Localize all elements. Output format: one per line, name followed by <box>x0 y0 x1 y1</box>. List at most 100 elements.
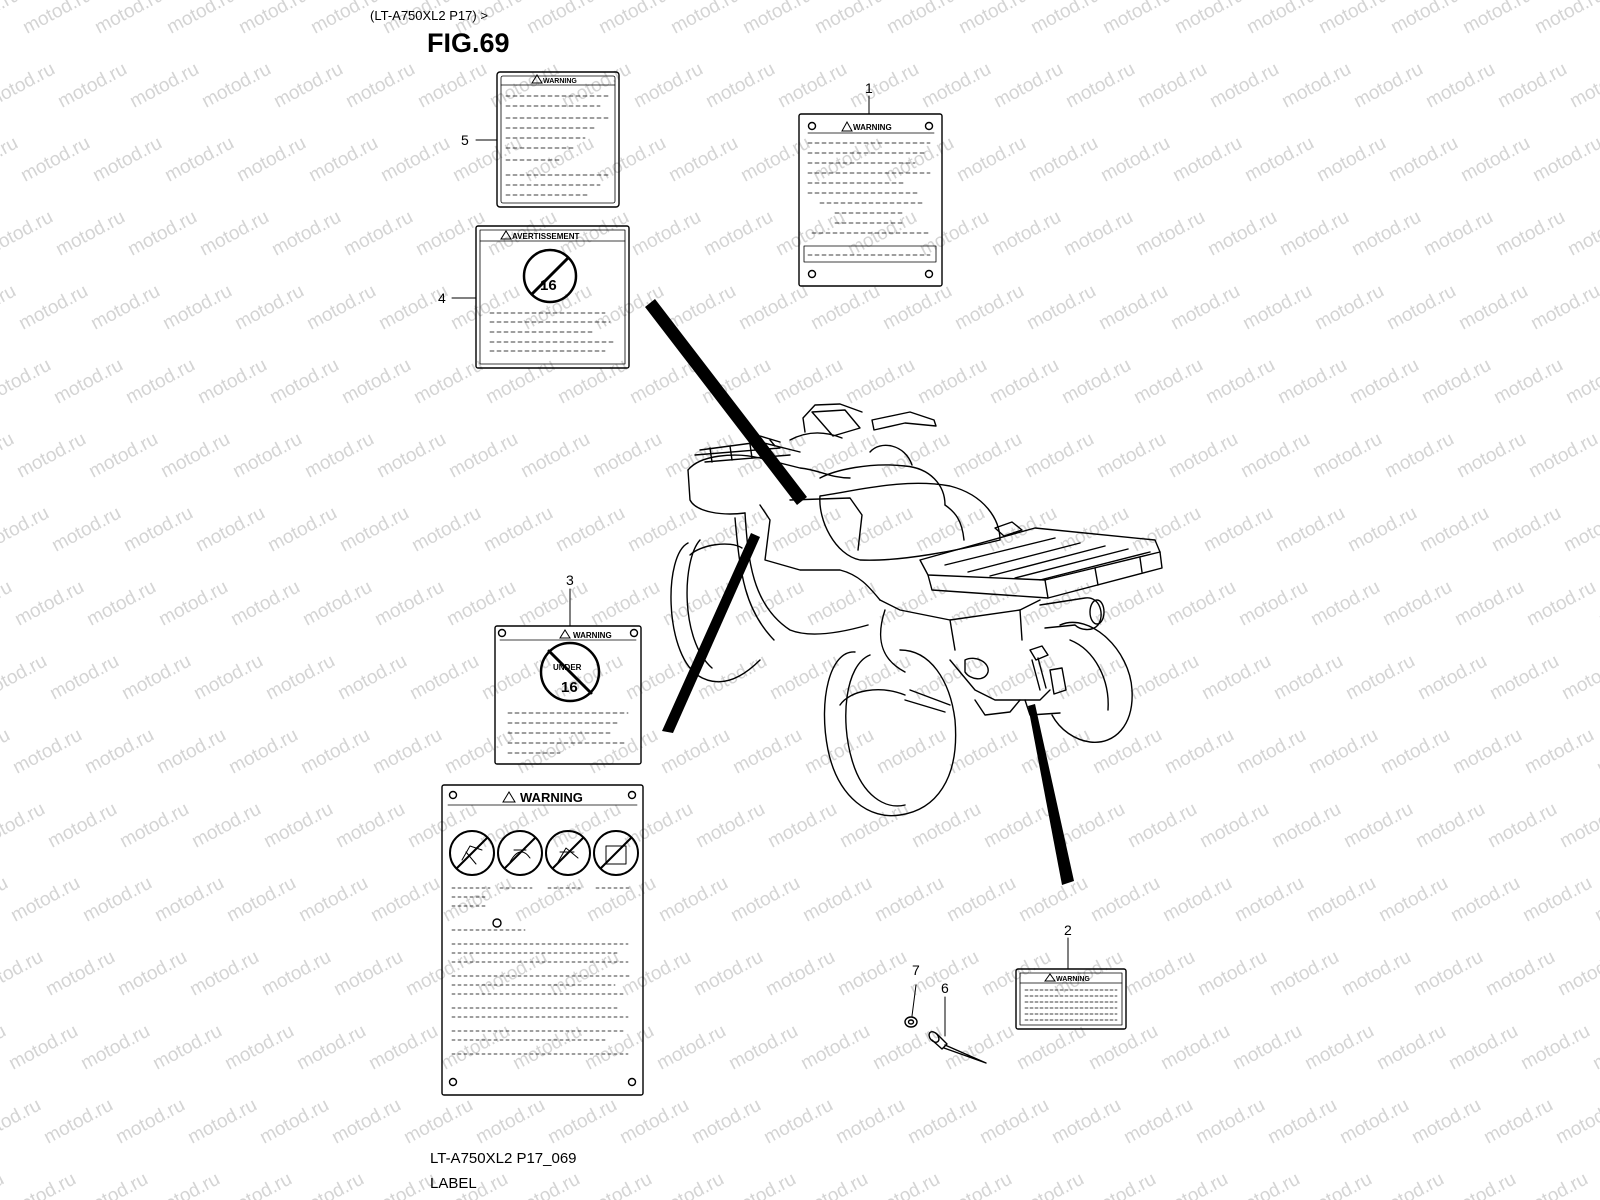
rivet-part-6[interactable] <box>927 1030 987 1064</box>
watermark-text: motod.ru <box>365 1021 441 1075</box>
watermark-text: motod.ru <box>1202 355 1278 409</box>
watermark-text: motod.ru <box>844 207 920 261</box>
label-2[interactable] <box>1015 968 1127 1030</box>
watermark-text: motod.ru <box>953 133 1029 187</box>
watermark-text: motod.ru <box>443 577 519 631</box>
watermark-text: motod.ru <box>1015 873 1091 927</box>
watermark-text: motod.ru <box>15 281 91 335</box>
label-5[interactable] <box>496 71 620 208</box>
watermark-text: motod.ru <box>1233 725 1309 779</box>
watermark-text: motod.ru <box>262 651 338 705</box>
watermark-text: motod.ru <box>725 1021 801 1075</box>
watermark-text: motod.ru <box>17 133 93 187</box>
watermark-text: motod.ru <box>77 1021 153 1075</box>
watermark-text: motod.ru <box>951 281 1027 335</box>
watermark-text: motod.ru <box>151 873 227 927</box>
watermark-text: motod.ru <box>85 429 161 483</box>
watermark-text: motod.ru <box>377 133 453 187</box>
watermark-text: motod.ru <box>1204 207 1280 261</box>
watermark-text: motod.ru <box>1097 133 1173 187</box>
watermark-text: motod.ru <box>916 207 992 261</box>
watermark-text: motod.ru <box>1120 1095 1196 1149</box>
watermark-text: motod.ru <box>1420 207 1496 261</box>
watermark-text: motod.ru <box>0 799 49 853</box>
watermark-text: motod.ru <box>1206 59 1282 113</box>
watermark-text: motod.ru <box>268 207 344 261</box>
watermark-text: motod.ru <box>624 503 700 557</box>
watermark-text: motod.ru <box>91 0 167 38</box>
watermark-text: motod.ru <box>1305 725 1381 779</box>
watermark-text: motod.ru <box>772 207 848 261</box>
watermark-text: motod.ru <box>1023 281 1099 335</box>
watermark-text: motod.ru <box>231 281 307 335</box>
watermark-text: motod.ru <box>702 59 778 113</box>
watermark-text: motod.ru <box>1303 873 1379 927</box>
watermark-text: motod.ru <box>939 1169 1015 1200</box>
watermark-text: motod.ru <box>630 59 706 113</box>
watermark-text: motod.ru <box>947 577 1023 631</box>
watermark-text: motod.ru <box>1227 1169 1303 1200</box>
watermark-text: motod.ru <box>881 133 957 187</box>
watermark-text: motod.ru <box>1459 0 1535 38</box>
watermark-text: motod.ru <box>550 651 626 705</box>
watermark-text: motod.ru <box>340 207 416 261</box>
watermark-text: motod.ru <box>1336 1095 1412 1149</box>
callout-2: 2 <box>1064 922 1072 938</box>
label-1[interactable] <box>798 113 943 287</box>
label-5-warning-text: WARNING <box>543 78 577 85</box>
watermark-text: motod.ru <box>949 429 1025 483</box>
watermark-text: motod.ru <box>155 577 231 631</box>
watermark-text: motod.ru <box>0 1169 8 1200</box>
label-4[interactable] <box>475 225 630 369</box>
watermark-text: motod.ru <box>79 873 155 927</box>
label-3-upper[interactable] <box>494 625 642 765</box>
watermark-text: motod.ru <box>266 355 342 409</box>
watermark-text: motod.ru <box>1482 947 1558 1001</box>
watermark-text: motod.ru <box>883 0 959 38</box>
watermark-text: motod.ru <box>1558 651 1600 705</box>
washer-part-7[interactable] <box>904 1016 918 1028</box>
watermark-text: motod.ru <box>1272 503 1348 557</box>
watermark-text: motod.ru <box>729 725 805 779</box>
callout-3: 3 <box>566 572 574 588</box>
watermark-text: motod.ru <box>1480 1095 1556 1149</box>
watermark-text: motod.ru <box>1525 429 1600 483</box>
watermark-text: motod.ru <box>437 1021 513 1075</box>
watermark-text: motod.ru <box>918 59 994 113</box>
watermark-text: motod.ru <box>227 577 303 631</box>
watermark-text: motod.ru <box>1134 59 1210 113</box>
watermark-text: motod.ru <box>42 947 118 1001</box>
watermark-text: motod.ru <box>552 503 628 557</box>
watermark-text: motod.ru <box>1412 799 1488 853</box>
watermark-text: motod.ru <box>795 1169 871 1200</box>
watermark-text: motod.ru <box>1422 59 1498 113</box>
watermark-text: motod.ru <box>1266 947 1342 1001</box>
watermark-text: motod.ru <box>1562 355 1600 409</box>
watermark-text: motod.ru <box>1062 59 1138 113</box>
watermark-text: motod.ru <box>188 799 264 853</box>
label-3-lower[interactable] <box>441 784 644 1096</box>
watermark-text: motod.ru <box>1416 503 1492 557</box>
watermark-text: motod.ru <box>1161 725 1237 779</box>
watermark-text: motod.ru <box>52 207 128 261</box>
watermark-text: motod.ru <box>990 59 1066 113</box>
watermark-text: motod.ru <box>1589 1021 1600 1075</box>
watermark-text: motod.ru <box>3 1169 79 1200</box>
watermark-text: motod.ru <box>330 947 406 1001</box>
watermark-text: motod.ru <box>486 59 562 113</box>
watermark-text: motod.ru <box>579 1169 655 1200</box>
watermark-text: motod.ru <box>163 0 239 38</box>
watermark-text: motod.ru <box>558 59 634 113</box>
watermark-text: motod.ru <box>655 873 731 927</box>
warning-triangle-icon <box>500 230 512 240</box>
watermark-text: motod.ru <box>260 799 336 853</box>
watermark-text: motod.ru <box>1231 873 1307 927</box>
watermark-text: motod.ru <box>1299 1169 1375 1200</box>
watermark-text: motod.ru <box>1019 577 1095 631</box>
watermark-text: motod.ru <box>797 1021 873 1075</box>
watermark-text: motod.ru <box>482 355 558 409</box>
watermark-text: motod.ru <box>801 725 877 779</box>
watermark-text: motod.ru <box>731 577 807 631</box>
watermark-text: motod.ru <box>1350 59 1426 113</box>
watermark-text: motod.ru <box>1274 355 1350 409</box>
